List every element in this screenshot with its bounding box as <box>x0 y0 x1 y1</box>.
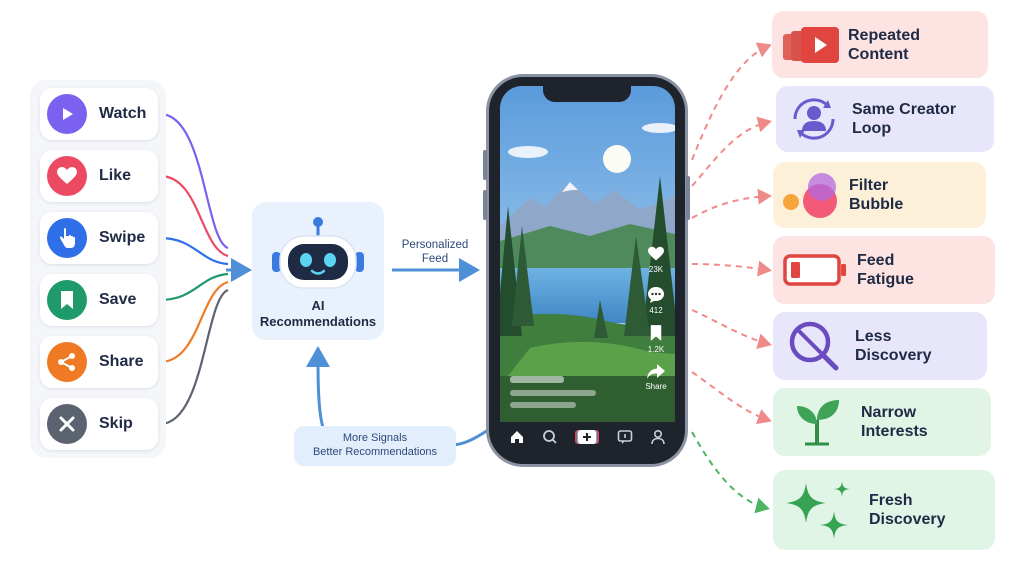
comment-icon[interactable] <box>647 286 665 304</box>
share-icon <box>47 342 87 382</box>
outcome-label: Filter Bubble <box>849 177 904 213</box>
bubble-icon <box>773 167 849 223</box>
action-swipe[interactable]: Swipe <box>40 212 158 264</box>
outcome-fresh-discovery: Fresh Discovery <box>773 470 995 550</box>
create-icon[interactable] <box>575 429 600 445</box>
bookmark-icon <box>47 280 87 320</box>
outcome-label: Fresh Discovery <box>869 492 946 528</box>
outcome-filter-bubble: Filter Bubble <box>773 162 986 228</box>
sprout-icon <box>773 394 861 450</box>
save-count: 1.2K <box>647 345 665 354</box>
creator-loop-icon <box>776 91 852 147</box>
close-icon <box>47 404 87 444</box>
wire-skip <box>159 288 229 426</box>
swipe-hand-icon <box>47 218 87 258</box>
outcome-narrow-interests: Narrow Interests <box>773 388 991 456</box>
heart-icon[interactable] <box>647 246 665 262</box>
outcome-label: Less Discovery <box>855 328 932 364</box>
outcome-feed-fatigue: Feed Fatigue <box>773 236 995 304</box>
outcome-repeated-content: Repeated Content <box>772 11 988 78</box>
dash-creator <box>691 116 772 187</box>
volume-button <box>483 190 487 220</box>
landscape-video <box>500 86 675 422</box>
dash-bubble <box>691 188 772 219</box>
action-label: Watch <box>99 105 147 122</box>
outcome-label: Same Creator Loop <box>852 101 957 137</box>
action-label: Like <box>99 167 132 184</box>
low-battery-icon <box>773 242 857 298</box>
repeated-video-icon <box>772 17 848 73</box>
action-skip[interactable]: Skip <box>40 398 158 450</box>
like-count: 23K <box>648 265 664 274</box>
action-like[interactable]: Like <box>40 150 158 202</box>
video-feed-screen[interactable] <box>500 86 675 422</box>
wire-swipe <box>159 236 229 266</box>
outcome-label: Repeated Content <box>848 26 921 63</box>
outcome-same-creator-loop: Same Creator Loop <box>776 86 994 152</box>
inbox-icon[interactable] <box>617 429 633 445</box>
dash-fatigue <box>691 260 772 277</box>
bookmark-icon[interactable] <box>649 324 663 342</box>
action-label: Save <box>99 291 137 308</box>
power-button <box>686 176 690 220</box>
personalized-feed-label: Personalized Feed <box>401 239 469 265</box>
outcome-label: Narrow Interests <box>861 404 928 440</box>
user-actions-panel <box>30 80 166 458</box>
robot-icon <box>272 217 364 289</box>
home-icon[interactable] <box>509 429 525 445</box>
ai-recommendations-label: AI Recommendations <box>259 298 377 329</box>
phone-nav-bar <box>500 422 675 452</box>
action-label: Skip <box>99 415 133 432</box>
dash-fresh <box>691 431 770 514</box>
dash-repeated <box>691 42 772 161</box>
wire-like <box>159 174 229 258</box>
action-share[interactable]: Share <box>40 336 158 388</box>
feedback-signals-box: More Signals Better Recommendations <box>294 426 456 466</box>
wire-watch <box>159 112 229 250</box>
feedback-signals-label: More Signals Better Recommendations <box>312 432 438 458</box>
action-watch[interactable]: Watch <box>40 88 158 140</box>
wire-save <box>159 272 229 302</box>
wire-share <box>159 280 229 364</box>
share-label: Share <box>645 382 667 391</box>
dash-discovery <box>691 309 772 349</box>
outcome-label: Feed Fatigue <box>857 252 914 288</box>
phone-notch <box>543 86 631 102</box>
volume-button <box>483 150 487 180</box>
sparkles-icon <box>773 475 869 545</box>
profile-icon[interactable] <box>650 429 666 445</box>
action-label: Share <box>99 353 144 370</box>
action-save[interactable]: Save <box>40 274 158 326</box>
play-icon <box>47 94 87 134</box>
comment-count: 412 <box>649 306 663 315</box>
search-icon[interactable] <box>542 429 558 445</box>
outcome-less-discovery: Less Discovery <box>773 312 987 380</box>
heart-icon <box>47 156 87 196</box>
no-search-icon <box>773 318 855 374</box>
share-arrow-icon[interactable] <box>646 362 666 380</box>
action-label: Swipe <box>99 229 146 246</box>
dash-narrow <box>691 371 772 425</box>
